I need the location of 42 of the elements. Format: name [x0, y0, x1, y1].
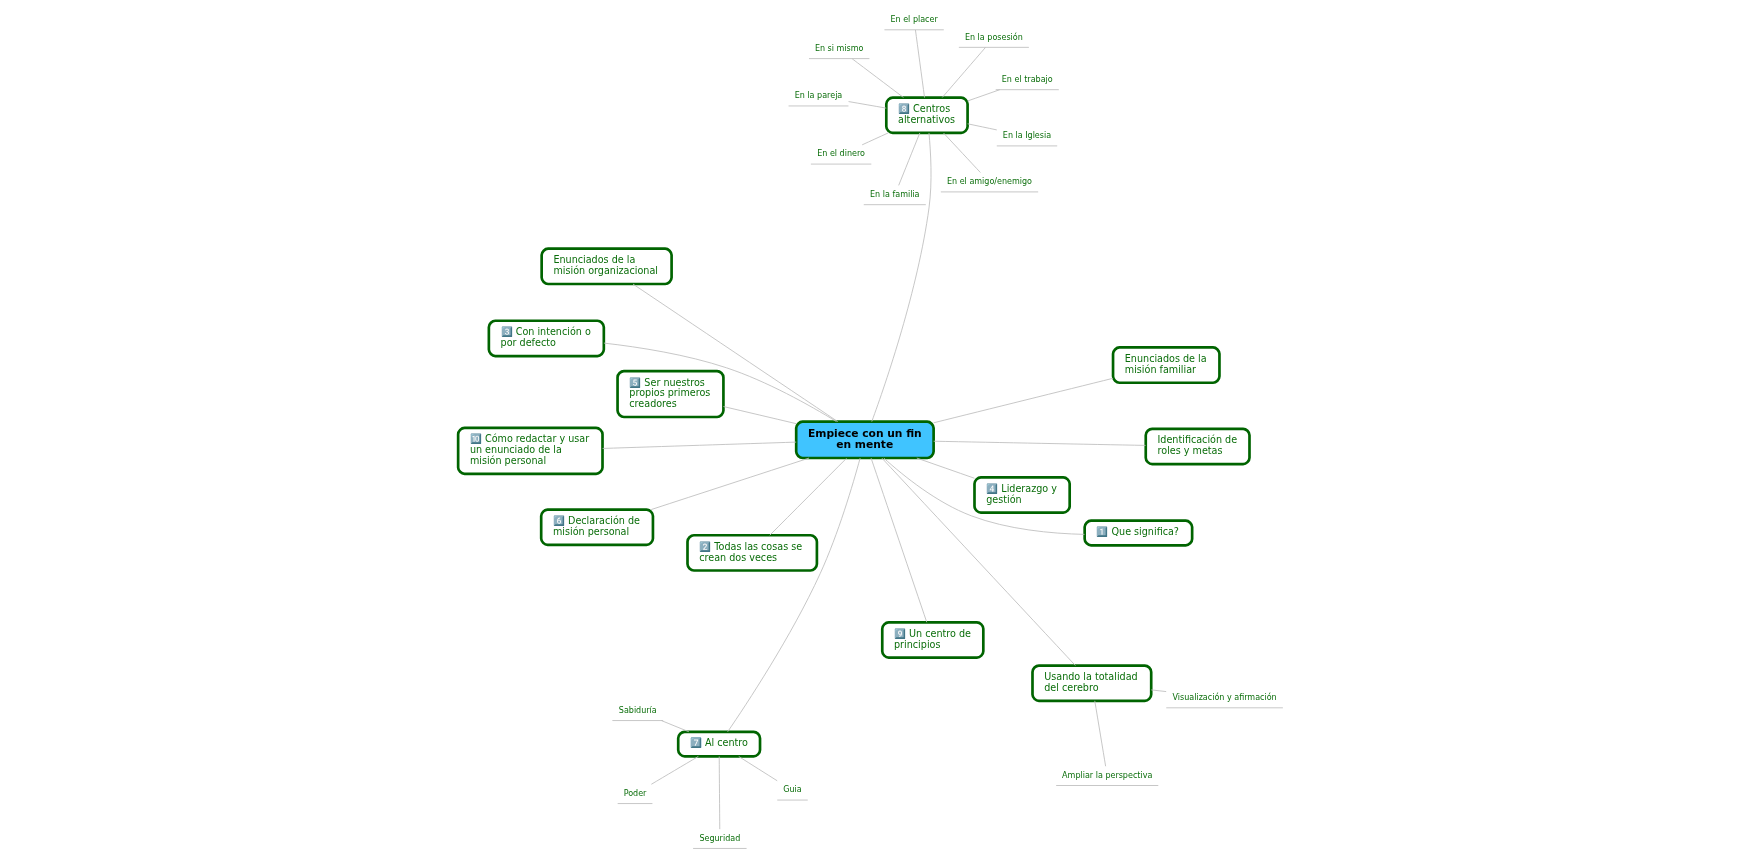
connector [882, 457, 1085, 535]
connector [914, 29, 925, 98]
connector [632, 283, 838, 423]
node-box: 🔟 Cómo redactar y usar un enunciado de la misión personal [456, 426, 604, 476]
node-box: Enunciados de la misión familiar [1111, 346, 1221, 385]
connector [601, 441, 797, 449]
connector [650, 457, 809, 510]
connector [861, 132, 889, 146]
node-box: Enunciados de la misión organizacional [539, 247, 673, 286]
connector [851, 58, 904, 98]
connector [768, 457, 847, 536]
node-box: 6⃣ Declaración de misión personal [539, 508, 654, 547]
connector [897, 132, 920, 186]
node-box: Usando la totalidad del cerebro [1030, 664, 1153, 703]
connector [737, 756, 778, 782]
node-box: Empiece con un fin en mente [794, 420, 935, 460]
connector [942, 132, 981, 173]
connector [966, 89, 1000, 102]
node-box: 4⃣ Liderazgo y gestión [972, 476, 1071, 514]
node-box: 5⃣ Ser nuestros propios primeros creadores [615, 369, 725, 419]
connector [726, 457, 861, 733]
node-box: 7⃣ Al centro [676, 730, 761, 758]
node-box: 2⃣ Todas las cosas se crean dos veces [685, 533, 818, 572]
connector [1093, 700, 1106, 767]
node-box: 8⃣ Centros alternativos [884, 96, 969, 135]
connector [932, 377, 1113, 424]
node-box: 9⃣ Un centro de principios [880, 621, 985, 659]
connector [966, 123, 997, 131]
connector [722, 406, 796, 425]
connector [870, 457, 927, 623]
node-box: 1⃣ Que significa? [1082, 519, 1193, 547]
connector [650, 756, 699, 785]
connector [941, 46, 986, 98]
connector [1150, 689, 1167, 692]
connector [870, 132, 931, 422]
connector [660, 720, 689, 733]
node-box: Identificación de roles y metas [1143, 427, 1251, 466]
connector [932, 440, 1146, 446]
connector [718, 756, 720, 830]
connector [847, 101, 887, 109]
node-box: 3⃣ Con intención o por defecto [487, 319, 605, 358]
connector [915, 457, 975, 479]
